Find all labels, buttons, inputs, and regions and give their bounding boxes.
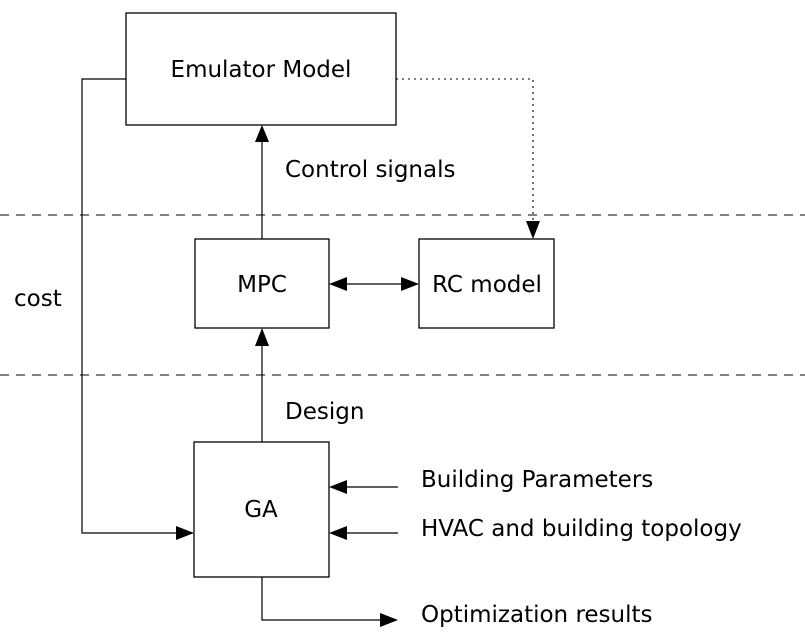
- mpc-rc-bidirectional-arrow: [329, 277, 419, 291]
- hvac-topology-arrow: [329, 526, 398, 540]
- optimization-results-label: Optimization results: [421, 602, 653, 628]
- control-signals-label: Control signals: [285, 157, 455, 183]
- design-arrow: [255, 328, 269, 442]
- rc-model-node: RC model: [418, 238, 555, 329]
- control-signals-arrow: [255, 125, 269, 239]
- rc-model-label: RC model: [432, 272, 542, 298]
- optimization-results-arrow: [261, 577, 398, 627]
- emulator-model-node: Emulator Model: [125, 12, 397, 126]
- cost-label: cost: [14, 286, 62, 312]
- cost-feedback-arrow: [81, 78, 194, 540]
- hvac-topology-label: HVAC and building topology: [421, 516, 742, 542]
- emulator-model-label: Emulator Model: [171, 57, 352, 83]
- building-parameters-label: Building Parameters: [421, 467, 653, 493]
- building-parameters-arrow: [329, 480, 398, 494]
- mpc-label: MPC: [237, 272, 287, 298]
- emulator-rc-dotted-arrow: [396, 78, 540, 239]
- design-label: Design: [285, 399, 364, 425]
- mpc-node: MPC: [194, 238, 330, 329]
- ga-node: GA: [193, 441, 330, 578]
- ga-label: GA: [244, 497, 278, 523]
